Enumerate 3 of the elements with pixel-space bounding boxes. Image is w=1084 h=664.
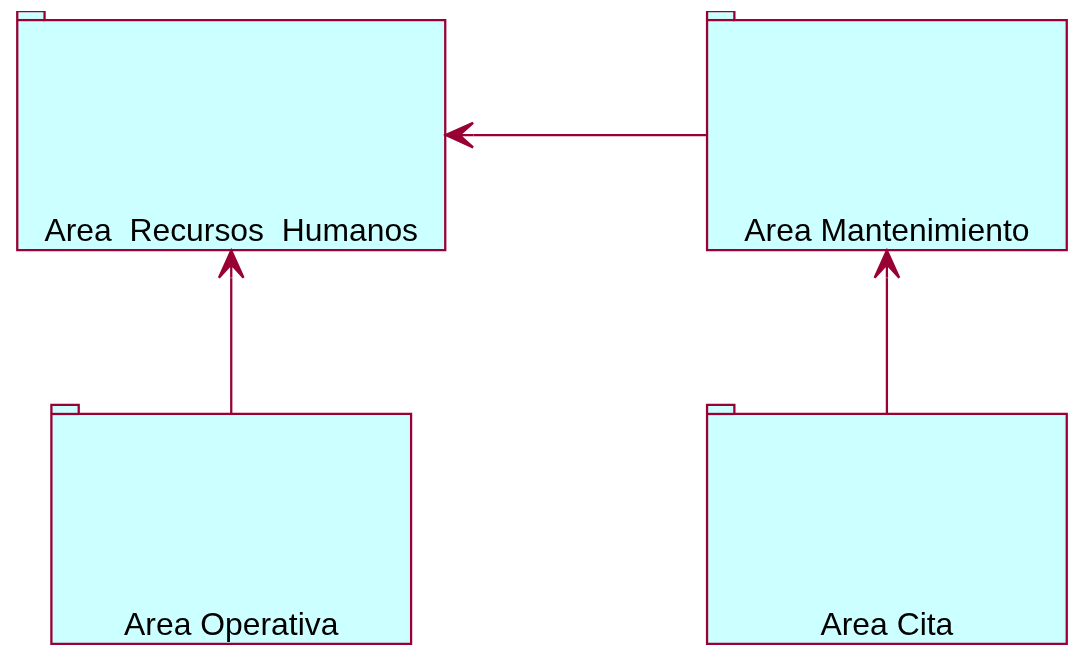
arrow	[217, 249, 245, 413]
arrow	[444, 121, 707, 149]
arrow	[873, 249, 901, 413]
